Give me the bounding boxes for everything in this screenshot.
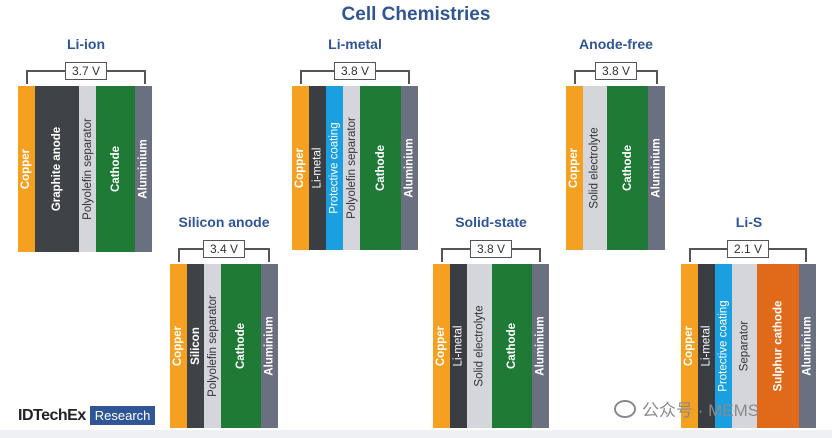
cell-name: Li-ion	[66, 36, 106, 52]
voltage-label: 3.8 V	[469, 240, 513, 258]
layer-copper: Copper	[433, 264, 450, 428]
layer-cathode: Cathode	[96, 86, 135, 252]
diagram-title: Cell Chemistries	[341, 4, 491, 25]
voltage-label: 3.8 V	[594, 62, 638, 80]
layer-copper: Copper	[18, 86, 35, 252]
idtechex-logo: IDTechEx Research	[18, 406, 156, 425]
cell-silicon-anode: Silicon anode 3.4 V Copper Silicon Polyo…	[170, 214, 278, 428]
layer-protective-coating: Protective coating	[326, 86, 343, 250]
cell-li-metal: Li-metal 3.8 V Copper Li-metal Protectiv…	[292, 36, 418, 250]
layer-li-metal: Li-metal	[309, 86, 326, 250]
brand-sub: Research	[89, 406, 156, 425]
voltage-label: 3.4 V	[202, 240, 246, 258]
layer-stack: Copper Solid electrolyte Cathode Alumini…	[566, 86, 665, 250]
wechat-icon	[614, 399, 636, 418]
layer-cathode: Cathode	[360, 86, 401, 250]
layer-sulphur-cathode: Sulphur cathode	[757, 264, 799, 428]
layer-solid-electrolyte: Solid electrolyte	[583, 86, 607, 250]
layer-separator: Separator	[732, 264, 757, 428]
cell-li-s: Li-S 2.1 V Copper Li-metal Protective co…	[681, 214, 817, 428]
layer-copper: Copper	[681, 264, 698, 428]
layer-aluminium: Aluminium	[799, 264, 816, 428]
layer-copper: Copper	[292, 86, 309, 250]
layer-protective-coating: Protective coating	[715, 264, 732, 428]
layer-stack: Copper Silicon Polyolefin separator Cath…	[170, 264, 278, 428]
layer-stack: Copper Graphite anode Polyolefin separat…	[18, 86, 152, 252]
cell-name: Li-S	[735, 214, 763, 230]
layer-aluminium: Aluminium	[532, 264, 549, 428]
watermark-text: 公众号 · MEMS	[642, 401, 760, 420]
cell-name: Solid-state	[455, 214, 527, 230]
layer-li-metal: Li-metal	[698, 264, 715, 428]
layer-stack: Copper Li-metal Protective coating Polyo…	[292, 86, 418, 250]
layer-cathode: Cathode	[221, 264, 261, 428]
layer-silicon: Silicon	[187, 264, 204, 428]
cell-solid-state: Solid-state 3.8 V Copper Li-metal Solid …	[433, 214, 549, 428]
cell-anode-free: Anode-free 3.8 V Copper Solid electrolyt…	[566, 36, 666, 250]
layer-li-metal: Li-metal	[450, 264, 467, 428]
layer-copper: Copper	[566, 86, 583, 250]
layer-aluminium: Aluminium	[135, 86, 152, 252]
layer-aluminium: Aluminium	[261, 264, 278, 428]
layer-cathode: Cathode	[607, 86, 648, 250]
cell-name: Silicon anode	[178, 214, 270, 230]
voltage-label: 2.1 V	[726, 240, 770, 258]
cell-name: Li-metal	[328, 36, 382, 52]
layer-cathode: Cathode	[492, 264, 532, 428]
layer-aluminium: Aluminium	[648, 86, 665, 250]
layer-separator: Polyolefin separator	[79, 86, 96, 252]
layer-graphite-anode: Graphite anode	[35, 86, 79, 252]
layer-aluminium: Aluminium	[401, 86, 418, 250]
layer-solid-electrolyte: Solid electrolyte	[467, 264, 492, 428]
layer-separator: Polyolefin separator	[343, 86, 360, 250]
cell-li-ion: Li-ion 3.7 V Copper Graphite anode Polyo…	[18, 36, 154, 252]
watermark: 公众号 · MEMS	[614, 396, 759, 421]
bottom-band	[0, 430, 832, 438]
voltage-label: 3.8 V	[333, 62, 377, 80]
cell-name: Anode-free	[579, 36, 653, 52]
layer-separator: Polyolefin separator	[204, 264, 221, 428]
brand-name: IDTechEx	[18, 406, 86, 424]
voltage-label: 3.7 V	[64, 62, 108, 80]
layer-copper: Copper	[170, 264, 187, 428]
layer-stack: Copper Li-metal Protective coating Separ…	[681, 264, 816, 428]
layer-stack: Copper Li-metal Solid electrolyte Cathod…	[433, 264, 549, 428]
